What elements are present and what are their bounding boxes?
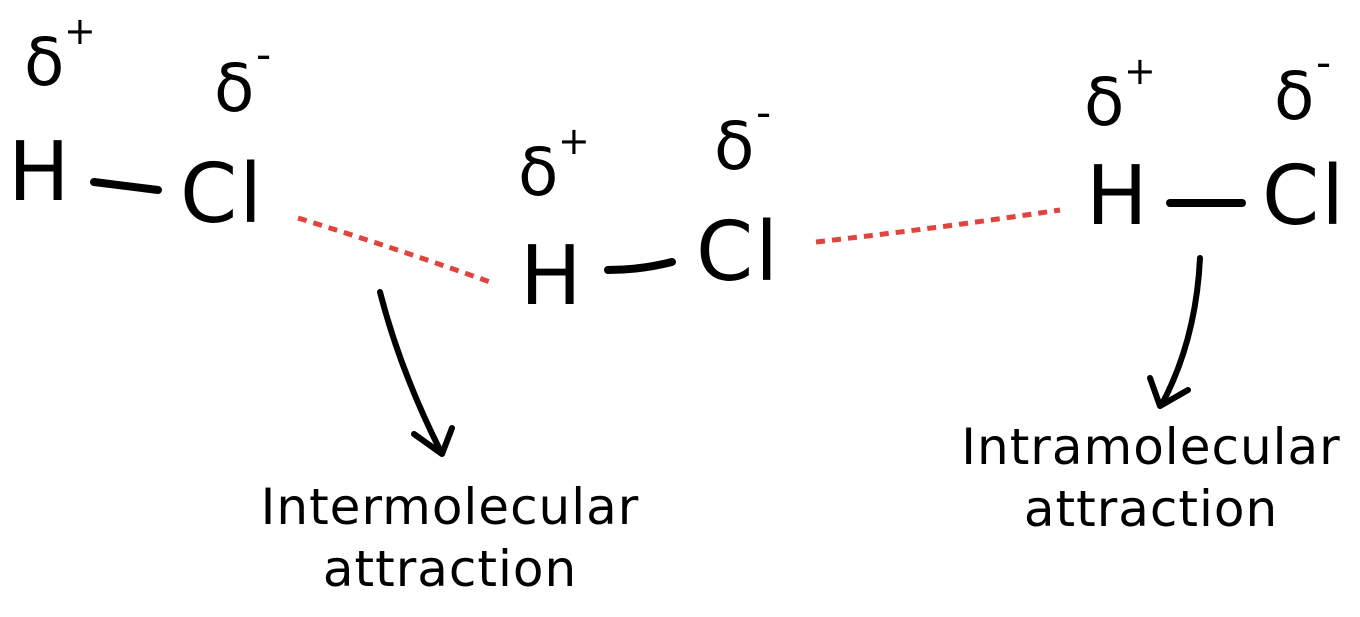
negative-sign: -	[1316, 38, 1332, 87]
intramolecular-arrowhead	[1147, 375, 1191, 409]
molecule-1-hydrogen: H	[8, 125, 72, 220]
attraction-line-2-3	[815, 207, 1061, 245]
molecule-1-chlorine: Cl	[180, 147, 265, 242]
intramolecular-attraction-label: Intramolecular attraction	[946, 416, 1356, 540]
molecule-2-h-partial-charge: δ +	[518, 122, 590, 206]
intermolecular-label-line-1: Intermolecular	[260, 478, 640, 536]
molecule-2-chlorine: Cl	[696, 205, 781, 300]
negative-sign: -	[756, 88, 772, 137]
intramolecular-arrow	[1159, 255, 1203, 407]
delta-symbol: δ	[1274, 58, 1315, 135]
molecule-1-covalent-bond	[90, 178, 162, 194]
positive-sign: +	[1124, 49, 1156, 93]
delta-symbol: δ	[714, 108, 755, 185]
molecule-3-hydrogen: H	[1086, 149, 1150, 244]
negative-sign: -	[256, 30, 272, 79]
attraction-line-1-2	[297, 215, 491, 285]
intramolecular-label-line-2: attraction	[1023, 480, 1279, 538]
intermolecular-arrowhead	[411, 425, 455, 457]
delta-symbol: δ	[24, 24, 65, 101]
molecule-3-chlorine: Cl	[1262, 149, 1347, 244]
molecule-1-cl-partial-charge: δ -	[214, 34, 271, 122]
molecule-2-hydrogen: H	[520, 229, 584, 324]
positive-sign: +	[558, 119, 590, 163]
intramolecular-label-line-1: Intramolecular	[961, 418, 1341, 476]
molecule-3-h-partial-charge: δ +	[1084, 52, 1156, 136]
positive-sign: +	[64, 9, 96, 53]
intermolecular-arrow	[377, 289, 443, 453]
delta-symbol: δ	[518, 134, 559, 211]
molecule-3-cl-partial-charge: δ -	[1274, 42, 1331, 130]
molecule-2-cl-partial-charge: δ -	[714, 92, 771, 180]
intermolecular-attraction-label: Intermolecular attraction	[240, 476, 660, 600]
molecule-2-covalent-bond	[604, 258, 676, 274]
delta-symbol: δ	[214, 50, 255, 127]
molecule-1-h-partial-charge: δ +	[24, 12, 96, 96]
intermolecular-label-line-2: attraction	[322, 540, 578, 598]
delta-symbol: δ	[1084, 64, 1125, 141]
